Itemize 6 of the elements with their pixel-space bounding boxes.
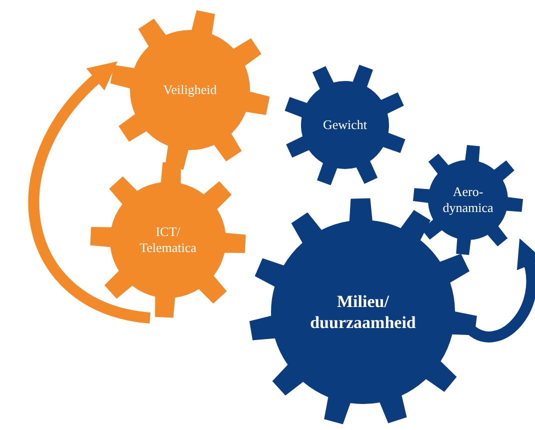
gear-label: ICT/ Telematica	[138, 224, 198, 256]
gear-label: Milieu/ duurzaamheid	[309, 290, 417, 334]
gear-label: Veiligheid	[162, 82, 218, 98]
gear-label: Aero- dynamica	[442, 184, 494, 216]
gear-label: Gewicht	[322, 116, 368, 134]
curved-arrow	[28, 60, 151, 324]
